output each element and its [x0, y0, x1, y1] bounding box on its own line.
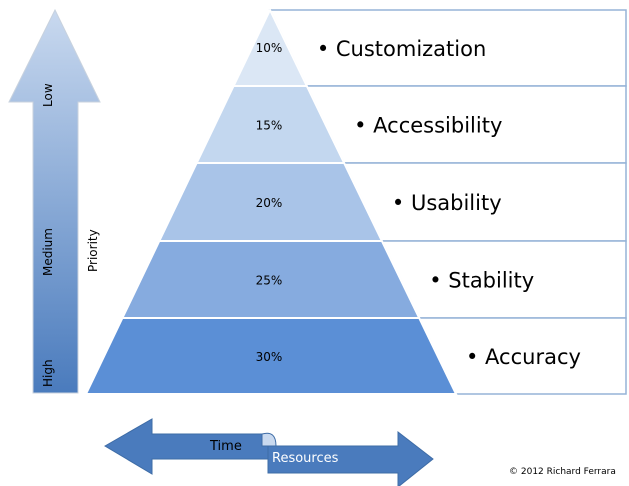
tier-label: • Stability	[429, 269, 534, 293]
tier-percent: 30%	[256, 350, 283, 364]
resources-arrow	[267, 430, 434, 486]
tier-label: • Accessibility	[354, 114, 502, 138]
tier-percent: 10%	[256, 41, 283, 55]
time-label: Time	[209, 439, 242, 454]
resources-label: Resources	[272, 451, 339, 466]
time-resources-arrow: Time Resources	[104, 418, 434, 486]
priority-arrow	[8, 8, 101, 394]
arrow-ribbon-fold	[261, 432, 277, 447]
tier-label: • Usability	[392, 191, 502, 215]
tier-label: • Accuracy	[466, 345, 581, 369]
tier-percent: 15%	[256, 119, 283, 133]
tier-percent: 25%	[256, 274, 283, 288]
pyramid-tier	[84, 317, 458, 395]
priority-axis-title: Priority	[86, 229, 100, 272]
tier-percent: 20%	[256, 196, 283, 210]
copyright-notice: © 2012 Richard Ferrara	[509, 467, 616, 477]
priority-low-label: Low	[41, 83, 55, 107]
priority-high-label: High	[41, 359, 55, 387]
pyramid: 10% • Customization 15% • Accessibility 20% •…	[84, 7, 627, 395]
priority-medium-label: Medium	[41, 228, 55, 276]
tier-label: • Customization	[317, 37, 486, 61]
time-arrow	[104, 418, 271, 475]
